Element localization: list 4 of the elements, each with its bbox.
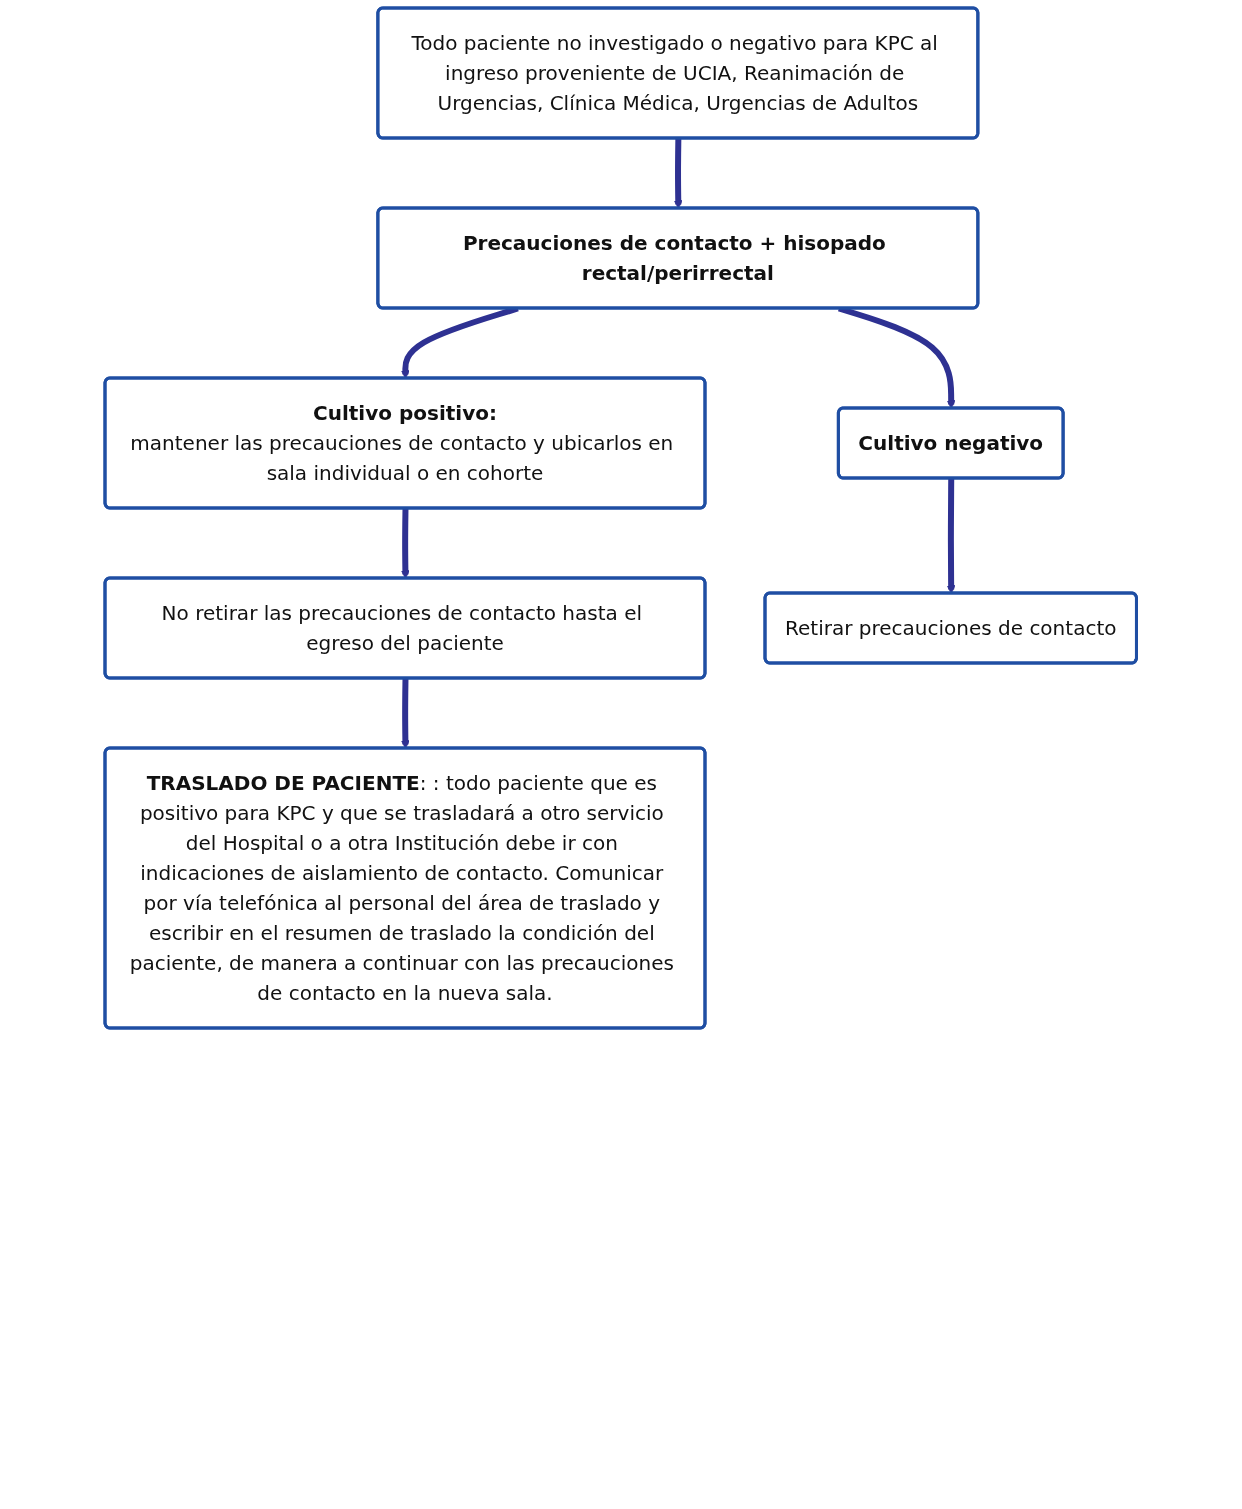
- arrow: [401, 678, 411, 749]
- arrow: [674, 138, 683, 209]
- arrow: [401, 508, 411, 579]
- arrow: [947, 478, 956, 594]
